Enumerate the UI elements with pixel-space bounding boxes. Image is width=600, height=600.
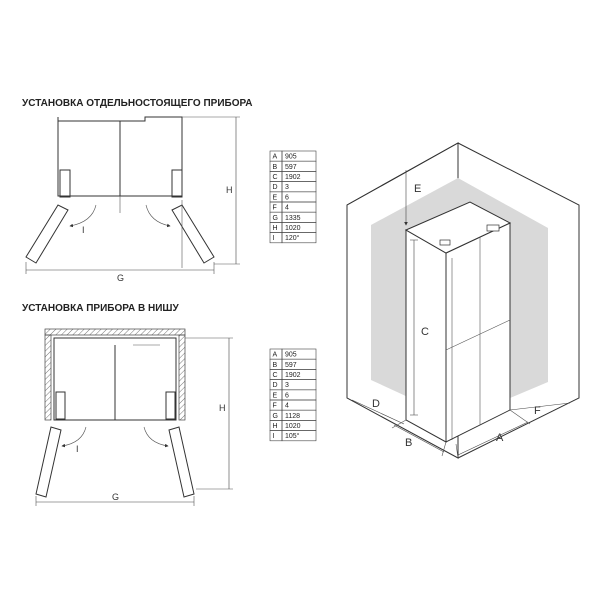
table-cell-value xyxy=(281,232,317,244)
label-H-niche: H xyxy=(219,403,226,413)
table-key: H xyxy=(273,423,278,430)
table-value: 1335 xyxy=(285,215,301,222)
table-value: 597 xyxy=(285,164,297,171)
table-key: G xyxy=(273,215,278,222)
table-value: 4 xyxy=(285,205,289,212)
title-niche: УСТАНОВКА ПРИБОРА В НИШУ xyxy=(22,303,179,314)
table-value: 1902 xyxy=(285,174,301,181)
table-key: A xyxy=(273,154,278,161)
table-value: 1020 xyxy=(285,423,301,430)
label-C: C xyxy=(421,326,429,338)
table-key: I xyxy=(273,433,275,440)
label-D: D xyxy=(372,398,380,410)
table-key: C xyxy=(273,174,278,181)
table-value: 3 xyxy=(285,382,289,389)
label-G-niche: G xyxy=(112,492,119,502)
table-key: B xyxy=(273,164,278,171)
table-value: 105° xyxy=(285,432,300,440)
title-freestanding: УСТАНОВКА ОТДЕЛЬНОСТОЯЩЕГО ПРИБОРА xyxy=(22,98,253,109)
table-value: 4 xyxy=(285,403,289,410)
table-key: C xyxy=(273,372,278,379)
table-key: D xyxy=(273,382,278,389)
label-F: F xyxy=(534,405,541,417)
table-key: F xyxy=(273,403,277,410)
table-value: 6 xyxy=(285,392,289,399)
table-value: 120° xyxy=(285,234,300,242)
label-G-freestanding: G xyxy=(117,273,124,283)
table-key: F xyxy=(273,205,277,212)
freestanding-top-view: I H G xyxy=(25,116,240,283)
table-key: D xyxy=(273,184,278,191)
table-value: 905 xyxy=(285,154,297,161)
table-key: G xyxy=(273,413,278,420)
table-cell-value xyxy=(281,430,317,442)
table-key: A xyxy=(273,352,278,359)
table-key: E xyxy=(273,194,278,201)
label-I-freestanding: I xyxy=(82,225,85,235)
table-value: 1128 xyxy=(285,413,300,420)
label-B: B xyxy=(405,437,412,449)
table-key: H xyxy=(273,225,278,232)
label-H-freestanding: H xyxy=(226,185,233,195)
table-key: E xyxy=(273,392,278,399)
table-value: 3 xyxy=(285,184,289,191)
table-value: 1020 xyxy=(285,225,301,232)
niche-top-view: I H G xyxy=(35,328,233,506)
isometric-view: E C D B A F xyxy=(346,142,580,459)
table-value: 6 xyxy=(285,194,289,201)
table-value: 1902 xyxy=(285,372,301,379)
label-I-niche: I xyxy=(76,444,79,454)
table-key: I xyxy=(273,235,275,242)
table-value: 905 xyxy=(285,352,297,359)
table-key: B xyxy=(273,362,278,369)
label-A: A xyxy=(496,432,504,444)
label-E: E xyxy=(414,183,421,195)
table-value: 597 xyxy=(285,362,297,369)
